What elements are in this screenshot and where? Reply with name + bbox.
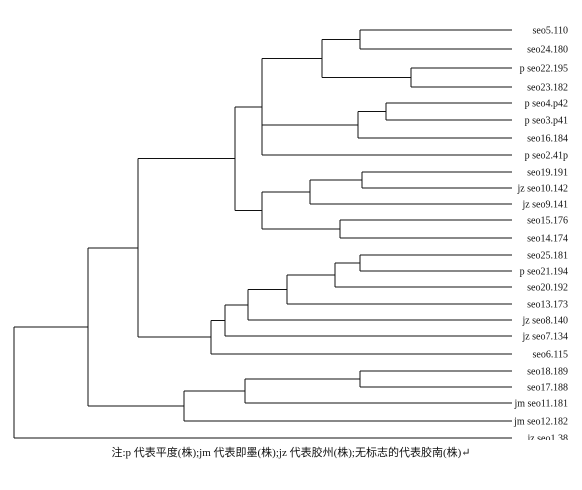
leaf-label: seo16.184: [527, 134, 568, 145]
leaf-label: seo15.176: [527, 216, 568, 227]
leaf-label: jm seo11.181: [513, 399, 568, 410]
leaf-label: seo24.180: [527, 45, 568, 56]
leaf-label: p seo21.194: [520, 267, 568, 278]
leaf-label: seo18.189: [527, 367, 568, 378]
leaf-label: jz seo1.38: [526, 434, 568, 441]
leaf-label: seo23.182: [527, 83, 568, 94]
leaf-label: jm seo12.182: [513, 417, 568, 428]
dendrogram: seo5.110 seo24.180 p seo22.195 seo23.182 p s…: [13, 26, 568, 441]
leaf-label: p seo3.p41: [525, 116, 568, 127]
leaf-label: p seo22.195: [520, 64, 568, 75]
leaf-label: seo17.188: [527, 383, 568, 394]
leaf-label: seo25.181: [527, 251, 568, 262]
leaf-label: jz seo9.141: [521, 200, 568, 211]
leaf-label: seo5.110: [533, 26, 568, 37]
leaf-label: seo19.191: [527, 168, 568, 179]
leaf-label: seo13.173: [527, 300, 568, 311]
leaf-label: jz seo7.134: [521, 332, 568, 343]
leaf-label: p seo4.p42: [525, 99, 568, 110]
leaf-label: p seo2.41p: [525, 151, 568, 162]
leaf-label: jz seo8.140: [521, 316, 568, 327]
leaf-label: seo20.192: [527, 283, 568, 294]
figure-caption: 注:p 代表平度(株);jm 代表即墨(株);jz 代表胶州(株);无标志的代表…: [111, 447, 471, 459]
leaf-label: seo14.174: [527, 234, 568, 245]
leaf-label: seo6.115: [533, 350, 568, 361]
leaf-label: jz seo10.142: [516, 184, 568, 195]
